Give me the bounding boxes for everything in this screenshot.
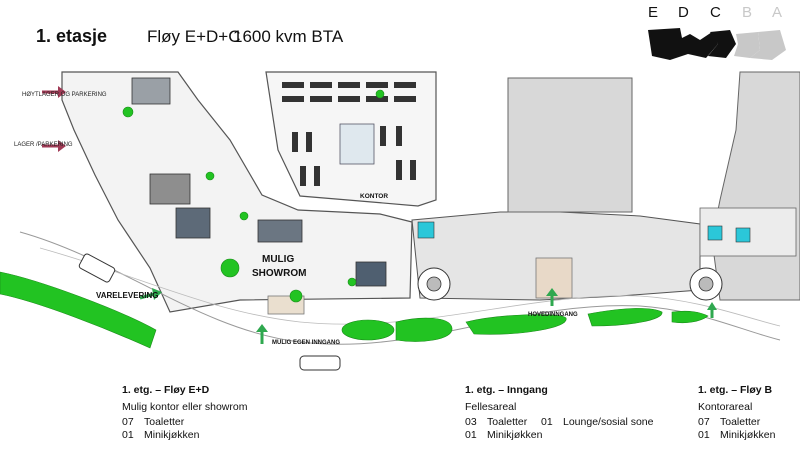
- summary-b-item-2: Minikjøkken: [720, 428, 776, 441]
- plant-5: [347, 277, 357, 287]
- plant-3: [239, 211, 249, 221]
- toilet-block-b-2: [735, 227, 751, 243]
- summary-inngang-row: 01 Minikjøkken: [465, 429, 654, 442]
- wing-letter-d: D: [678, 4, 689, 21]
- planter-2: [341, 319, 395, 341]
- label-varelevering: VARELEVERING: [96, 291, 159, 300]
- summary-b-count-2: 01: [698, 428, 710, 441]
- spiral-stair-right-core: [698, 276, 714, 292]
- label-kontor: KONTOR: [360, 193, 388, 200]
- summary-ed-item-1: Toaletter: [144, 416, 185, 428]
- plant-2: [205, 171, 215, 181]
- summary-ed: 1. etg. – Fløy E+D Mulig kontor eller sh…: [122, 384, 247, 441]
- tree-egen-inngang: [289, 289, 303, 303]
- summary-b-row: 01 Minikjøkken: [698, 429, 775, 442]
- wing-letter-c: C: [710, 4, 721, 21]
- wing-key-letters: E D C B A: [648, 4, 788, 22]
- road-curve-inner: [39, 247, 781, 327]
- wing-letter-e: E: [648, 4, 659, 21]
- summary-inngang-count-1: 03: [465, 416, 477, 428]
- wing-key-map: [648, 28, 786, 60]
- wing-shape-c: [708, 30, 736, 58]
- planter-4: [465, 314, 567, 335]
- summary-inngang-item-2: Minikjøkken: [487, 428, 543, 441]
- arrow-lager: [42, 140, 66, 152]
- summary-inngang-count-extra: 01: [541, 416, 553, 428]
- planter-left: [0, 271, 157, 349]
- summary-inngang-count-2: 01: [465, 428, 477, 441]
- summary-b-item-1: Toaletter: [720, 416, 761, 428]
- arrow-varelevering: [139, 288, 162, 300]
- green-planters: [0, 89, 709, 349]
- summary-inngang-item-extra: Lounge/sosial sone: [563, 416, 654, 428]
- summary-inngang: 1. etg. – Inngang Fellesareal 03 Toalette…: [465, 384, 654, 441]
- label-lager: LAGER /PARKERING: [14, 142, 73, 148]
- page-title: 1. etasje: [36, 26, 108, 46]
- summary-b: 1. etg. – Fløy B Kontorareal 07 Toaletter…: [698, 384, 775, 441]
- showroom-table: [257, 219, 303, 243]
- label-egen-inngang: MULIG EGEN INNGANG: [272, 340, 340, 346]
- toilet-block-kontor: [417, 221, 435, 239]
- planter-6: [671, 310, 709, 324]
- summary-b-row: 07 Toaletter: [698, 416, 775, 429]
- floor-plan: HØYTLAGER OG PARKERING LAGER /PARKERING …: [0, 71, 800, 371]
- arrow-hovedinngang: [546, 288, 558, 306]
- wing-label: Fløy E+D+C: [147, 27, 241, 46]
- kontor-meeting-room: [339, 123, 375, 165]
- summary-ed-title: 1. etg. – Fløy E+D: [122, 384, 210, 396]
- lounge-area: [149, 173, 191, 205]
- summary-inngang-row: 03 Toaletter 01 Lounge/sosial sone: [465, 416, 654, 429]
- arrow-egen-inngang: [256, 324, 268, 344]
- car-icon: [299, 355, 341, 371]
- area-label: 1600 kvm BTA: [233, 27, 344, 46]
- lounge-area-2: [175, 207, 211, 239]
- arrow-wing-b: [707, 302, 717, 318]
- summary-inngang-subtitle: Fellesareal: [465, 400, 517, 413]
- wing-shape-ed: [648, 28, 718, 60]
- label-showroom-2: SHOWROM: [252, 268, 306, 279]
- wing-shape-a: [750, 30, 786, 60]
- summary-ed-row: 07 Toaletter: [122, 416, 247, 429]
- wing-letter-b: B: [742, 4, 753, 21]
- central-building-block: [507, 77, 633, 213]
- planter-5: [587, 308, 663, 327]
- summary-b-title: 1. etg. – Fløy B: [698, 384, 773, 396]
- label-showroom-1: MULIG: [262, 254, 294, 265]
- toilet-block-b-1: [707, 225, 723, 241]
- wing-letter-a: A: [772, 4, 783, 21]
- label-hoytlager-line1: HØYTLAGER OG PARKERING: [22, 92, 107, 98]
- label-hovedinngang: HOVEDINNGANG: [528, 312, 578, 318]
- summary-ed-item-2: Minikjøkken: [144, 428, 200, 441]
- tree-showroom: [220, 258, 240, 278]
- plant-4: [375, 89, 385, 99]
- summary-b-count-1: 07: [698, 416, 710, 428]
- kontor-desks: [282, 82, 416, 186]
- showroom-box: [355, 261, 387, 287]
- summary-b-subtitle: Kontorareal: [698, 400, 753, 413]
- summary-ed-subtitle: Mulig kontor eller showrom: [122, 400, 248, 413]
- summary-ed-count-2: 01: [122, 428, 134, 441]
- wing-b-outline: [711, 71, 800, 301]
- wing-shape-b: [734, 32, 760, 58]
- summary-inngang-item-1: Toaletter: [487, 416, 528, 428]
- summary-inngang-title: 1. etg. – Inngang: [465, 384, 548, 396]
- plant-1: [122, 106, 134, 118]
- summary-ed-row: 01 Minikjøkken: [122, 429, 247, 442]
- van-icon: [78, 253, 116, 283]
- spiral-stair-left-core: [426, 276, 442, 292]
- wing-ed-outline: [61, 71, 413, 313]
- planter-3: [395, 317, 453, 342]
- meeting-room-left: [131, 77, 171, 105]
- summary-ed-count-1: 07: [122, 416, 134, 428]
- arrow-hoytlager: [42, 86, 66, 98]
